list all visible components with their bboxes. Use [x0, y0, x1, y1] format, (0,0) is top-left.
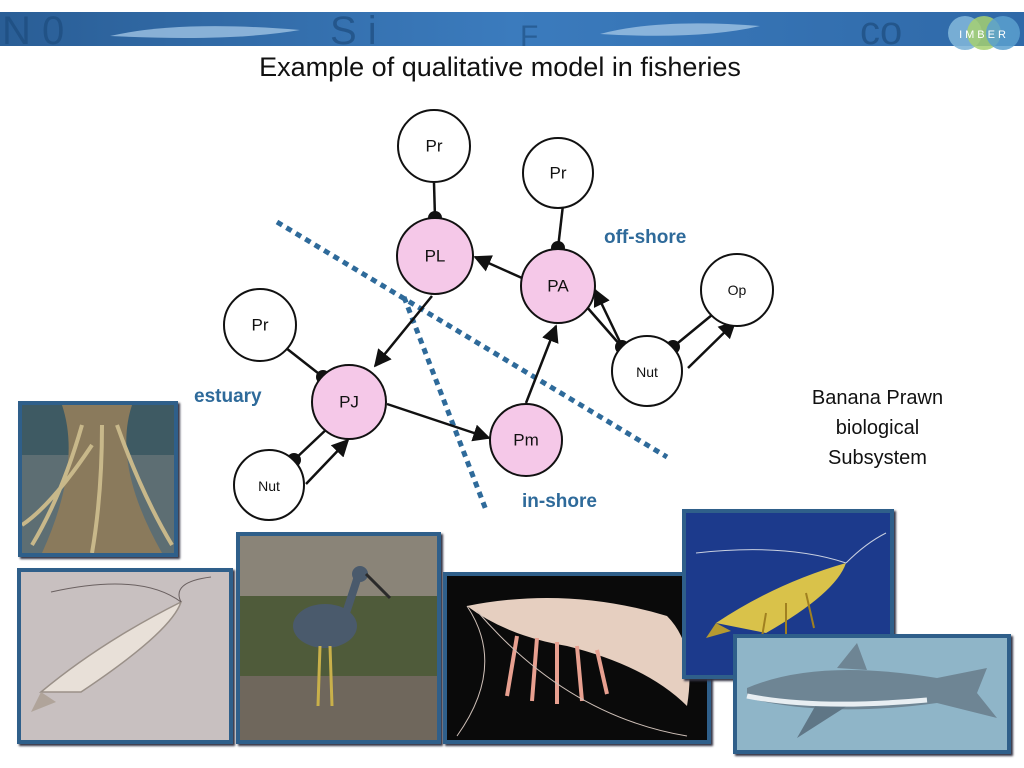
divider-line-inshore: [401, 296, 489, 511]
node-pl: PL: [396, 217, 474, 295]
photo-banana-prawn: [17, 568, 233, 744]
node-pj: PJ: [311, 364, 387, 440]
subsystem-line: biological: [835, 417, 920, 439]
header-banner: N 0 S i F co: [0, 12, 1024, 46]
node-op: Op: [700, 253, 774, 327]
photo-prawn-closeup: [443, 572, 711, 744]
subsystem-line: Subsystem: [828, 447, 927, 469]
edge-pr-pa: [556, 204, 565, 249]
edge-pm-pa: [524, 324, 559, 404]
region-label-estuary: estuary: [194, 386, 262, 407]
edge-op-nut: [672, 309, 719, 348]
photo-heron: [236, 532, 441, 744]
slide-title: Example of qualitative model in fisherie…: [259, 52, 741, 82]
subsystem-caption: Banana Prawn biological Subsystem: [780, 383, 975, 473]
edge-nut-pa: [593, 288, 623, 345]
logo-text: IMBER: [959, 29, 1009, 41]
node-label: Op: [728, 282, 747, 298]
edge-pr-pj: [285, 347, 324, 378]
svg-text:S i: S i: [330, 12, 377, 46]
node-pr-top: Pr: [397, 109, 471, 183]
node-label: PJ: [339, 393, 359, 412]
node-nut-right: Nut: [611, 335, 683, 407]
edge-pa-pl: [473, 255, 523, 280]
imber-logo: IMBER: [947, 13, 1021, 53]
node-pr-left: Pr: [223, 288, 297, 362]
node-label: PL: [425, 247, 446, 266]
node-label: Pr: [550, 164, 567, 183]
node-pm: Pm: [489, 403, 563, 477]
edge-pl-pj: [373, 295, 433, 368]
edge-pj-nut: [293, 425, 331, 461]
subsystem-line: Banana Prawn: [811, 387, 944, 409]
photo-shark: [733, 634, 1011, 754]
photo-mangrove: [18, 401, 178, 557]
region-label-in-shore: in-shore: [522, 491, 597, 512]
edge-pa-nut: [585, 305, 622, 347]
edge-pj-pm: [386, 402, 491, 442]
edge-nut-pj: [305, 438, 350, 485]
svg-text:co: co: [860, 12, 902, 46]
node-nut-left: Nut: [233, 449, 305, 521]
svg-text:N 0: N 0: [2, 12, 64, 46]
node-pr-right: Pr: [522, 137, 594, 209]
node-label: Nut: [636, 364, 658, 380]
svg-text:F: F: [520, 20, 538, 46]
edge-nut-op: [687, 320, 737, 369]
node-label: PA: [547, 277, 569, 296]
node-label: Pr: [426, 137, 443, 156]
node-label: Pm: [513, 431, 539, 450]
node-label: Nut: [258, 478, 280, 494]
divider-line-offshore: [275, 219, 669, 460]
node-label: Pr: [252, 316, 269, 335]
region-label-off-shore: off-shore: [604, 227, 686, 248]
node-pa: PA: [520, 248, 596, 324]
